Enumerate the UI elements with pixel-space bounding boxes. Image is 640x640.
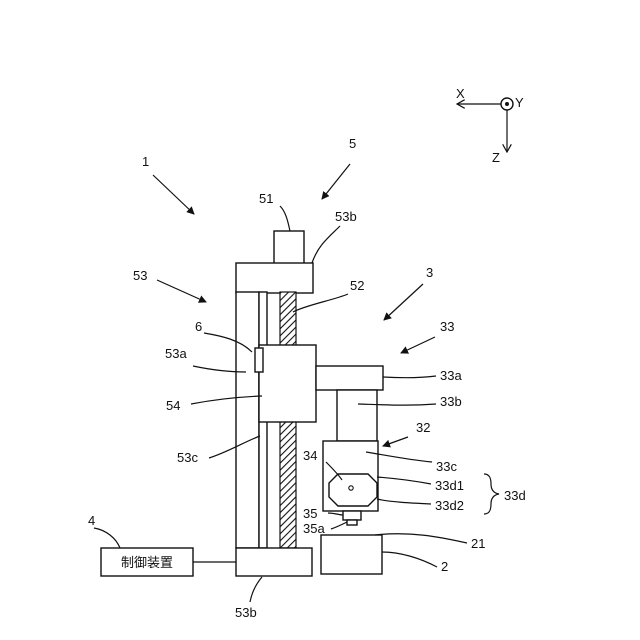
axis-indicator: X Y Z bbox=[456, 86, 524, 165]
control-device-label: 制御装置 bbox=[121, 556, 173, 571]
label-2: 2 bbox=[441, 559, 448, 574]
shaft-33b bbox=[337, 390, 377, 441]
leader-51 bbox=[280, 206, 290, 231]
label-33d: 33d bbox=[504, 488, 526, 503]
leader-52 bbox=[293, 294, 348, 312]
label-3: 3 bbox=[426, 265, 433, 280]
camera-34 bbox=[329, 474, 377, 506]
slider-54 bbox=[259, 345, 316, 422]
leader-35a bbox=[331, 522, 347, 529]
bottom-block-53b bbox=[236, 548, 312, 576]
label-6: 6 bbox=[195, 319, 202, 334]
arm-33a bbox=[316, 366, 383, 390]
leader-33a bbox=[383, 376, 436, 378]
label-35: 35 bbox=[303, 506, 317, 521]
leader-4 bbox=[94, 528, 120, 548]
label-32: 32 bbox=[416, 420, 430, 435]
label-33b: 33b bbox=[440, 394, 462, 409]
leader-5 bbox=[322, 164, 350, 199]
label-53b-bottom: 53b bbox=[235, 605, 257, 620]
label-53c: 53c bbox=[177, 450, 198, 465]
z-axis-label: Z bbox=[492, 150, 500, 165]
y-axis-label: Y bbox=[515, 95, 524, 110]
leader-33d1 bbox=[377, 477, 431, 484]
label-4: 4 bbox=[88, 513, 95, 528]
leader-35 bbox=[328, 513, 343, 515]
label-33d1: 33d1 bbox=[435, 478, 464, 493]
label-21: 21 bbox=[471, 536, 485, 551]
label-51: 51 bbox=[259, 191, 273, 206]
leader-3 bbox=[384, 284, 423, 320]
label-33d2: 33d2 bbox=[435, 498, 464, 513]
top-block-53b bbox=[236, 263, 313, 293]
label-53a: 53a bbox=[165, 346, 187, 361]
leader-33d2 bbox=[377, 499, 431, 504]
leader-53b-bottom bbox=[250, 577, 262, 602]
detector-6 bbox=[255, 348, 263, 372]
label-54: 54 bbox=[166, 398, 180, 413]
y-axis-dot bbox=[505, 102, 509, 106]
brace-33d bbox=[484, 474, 499, 514]
tip-35 bbox=[343, 511, 361, 520]
leader-1 bbox=[153, 175, 194, 214]
leader-2 bbox=[382, 552, 437, 567]
leader-21 bbox=[375, 534, 467, 543]
object-21 bbox=[321, 535, 382, 574]
label-53b-top: 53b bbox=[335, 209, 357, 224]
motor-51 bbox=[274, 231, 304, 264]
label-52: 52 bbox=[350, 278, 364, 293]
label-5: 5 bbox=[349, 136, 356, 151]
label-1: 1 bbox=[142, 154, 149, 169]
x-axis-label: X bbox=[456, 86, 465, 101]
label-53: 53 bbox=[133, 268, 147, 283]
frame-53a bbox=[236, 292, 259, 548]
leader-32 bbox=[383, 437, 408, 446]
leader-33 bbox=[401, 337, 435, 353]
leader-53 bbox=[157, 280, 206, 302]
label-33: 33 bbox=[440, 319, 454, 334]
tip-35a bbox=[347, 520, 357, 525]
label-33a: 33a bbox=[440, 368, 462, 383]
label-34: 34 bbox=[303, 448, 317, 463]
label-35a: 35a bbox=[303, 521, 325, 536]
label-33c: 33c bbox=[436, 459, 457, 474]
leader-53b-top bbox=[312, 226, 340, 263]
